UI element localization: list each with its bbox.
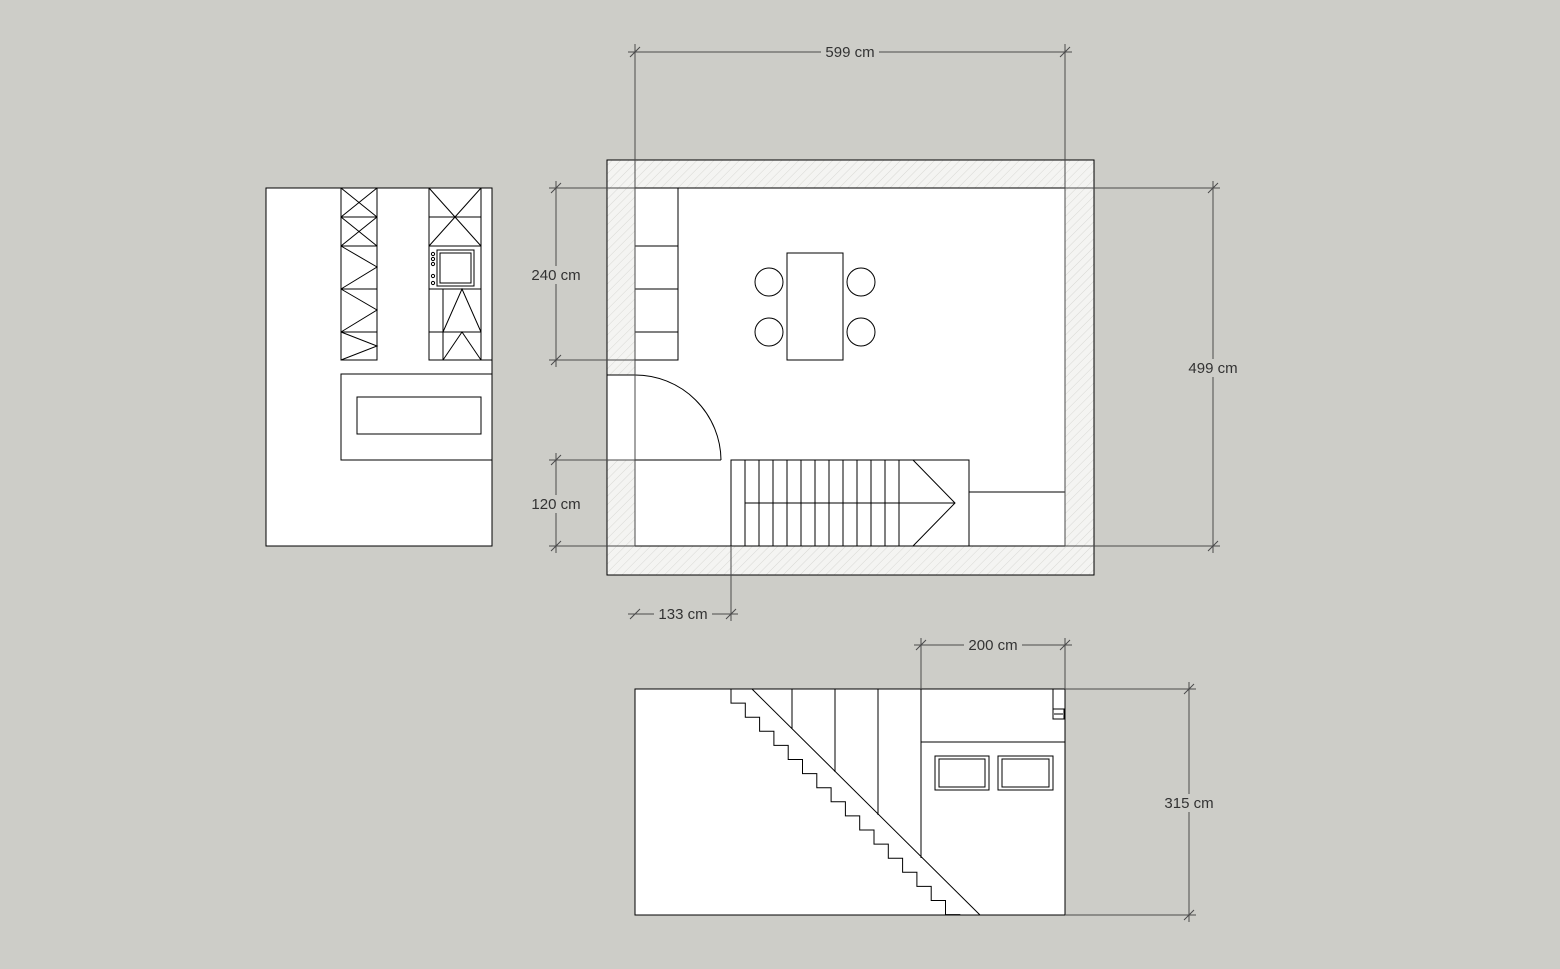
staircase — [730, 459, 1065, 547]
dimension-door-offset: 120 cm — [531, 496, 580, 513]
chair — [846, 267, 876, 297]
door-swing — [634, 374, 722, 461]
dimension-height-right: 499 cm — [1188, 360, 1237, 377]
dimension-kitchen-depth: 240 cm — [531, 267, 580, 284]
dimension-stair-offset: 133 cm — [658, 606, 707, 623]
chair — [846, 317, 876, 347]
tall-cabinet-left — [340, 187, 379, 361]
window — [997, 755, 1054, 791]
dimension-width-top: 599 cm — [825, 44, 874, 61]
socket-icon — [1052, 708, 1065, 720]
oven-icon — [430, 249, 475, 287]
dimension-section-height: 315 cm — [1164, 795, 1213, 812]
room-floor — [634, 187, 1066, 547]
kitchen-elevation — [265, 187, 493, 547]
chair — [754, 267, 784, 297]
dimension-landing-width: 200 cm — [968, 637, 1017, 654]
tall-cabinet-oven — [428, 187, 492, 361]
chair — [754, 317, 784, 347]
dining-table — [786, 252, 844, 361]
kitchen-island — [340, 373, 493, 461]
window — [934, 755, 990, 791]
main-floor-plan — [606, 159, 1095, 576]
stair-section — [634, 688, 1066, 916]
